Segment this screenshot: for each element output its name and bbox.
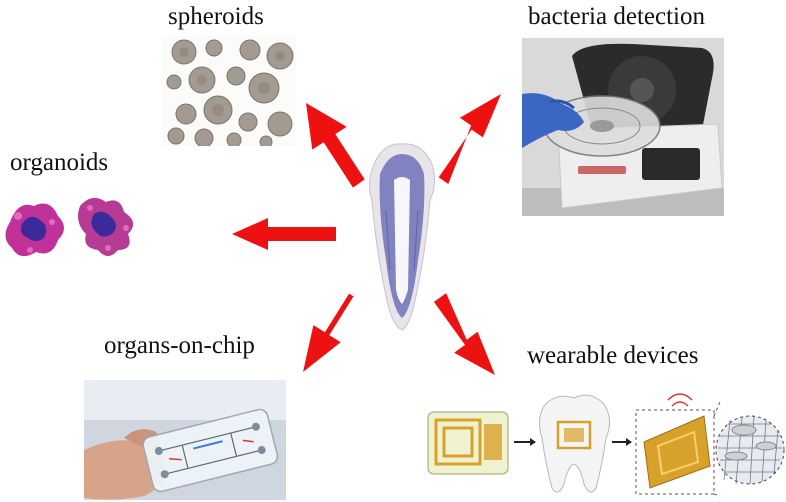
arrow-to-organs-on-chip [303, 293, 354, 372]
spheroid-cluster [162, 36, 296, 146]
bacteria-detection-image [522, 38, 724, 216]
arrow-to-organoids [232, 218, 336, 250]
tooth-icon [368, 143, 436, 331]
label-organs-on-chip: organs-on-chip [104, 332, 255, 359]
spheroids-image [162, 36, 296, 146]
label-organoids: organoids [10, 149, 109, 176]
tooth-image [364, 140, 438, 332]
label-spheroids: spheroids [168, 3, 264, 30]
label-wearable-devices: wearable devices [527, 342, 699, 369]
arrow-to-bacteria [438, 94, 501, 184]
wearable-devices-image [424, 376, 786, 502]
microfluidic-chip [84, 380, 286, 500]
wearable-sensor-sequence [424, 376, 786, 502]
label-bacteria-detection: bacteria detection [528, 3, 705, 30]
organs-on-chip-image [84, 380, 286, 500]
arrow-to-wearable [433, 293, 495, 375]
organoids-image [0, 192, 144, 266]
organoid-cluster [0, 192, 144, 266]
detection-instrument [522, 38, 724, 216]
arrow-to-spheroids [306, 103, 365, 188]
